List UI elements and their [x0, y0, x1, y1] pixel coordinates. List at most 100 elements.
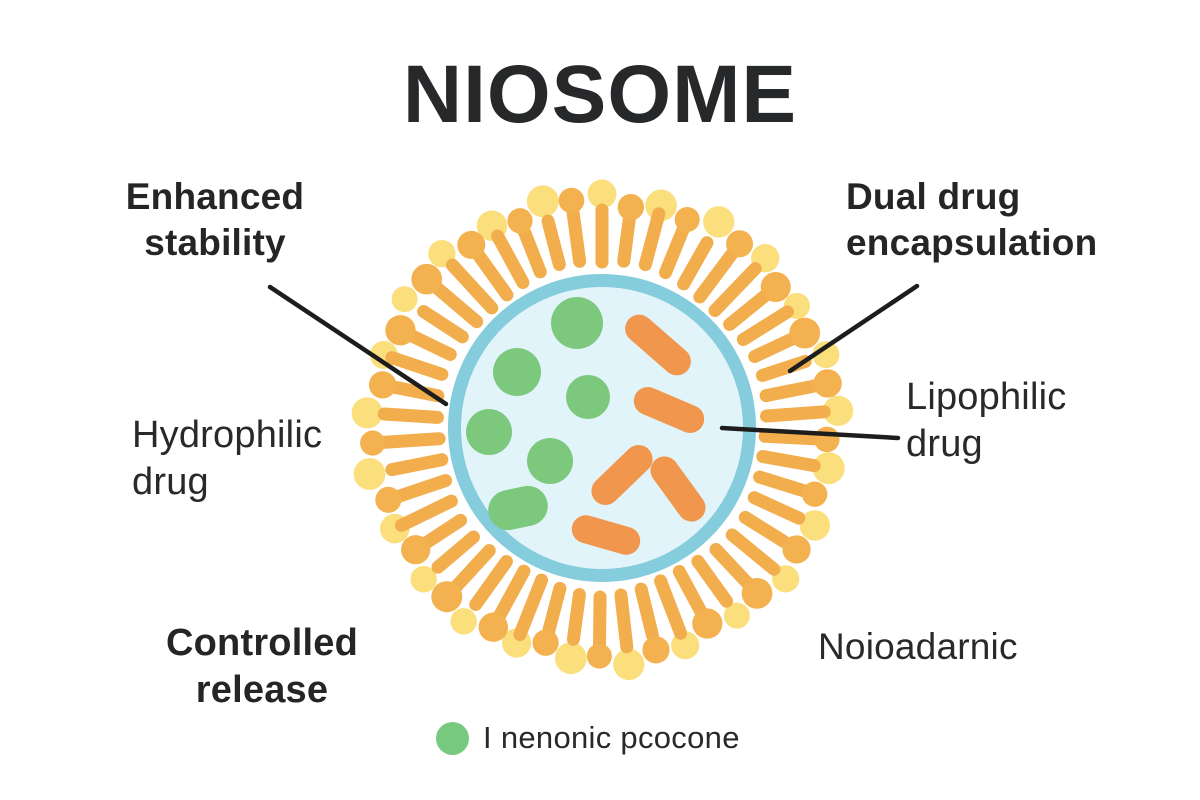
hydrophilic-drug-particle	[551, 297, 603, 349]
surfactant-head-pale	[799, 510, 831, 541]
surfactant-tail	[431, 530, 480, 574]
surfactant-tail	[385, 453, 449, 477]
surfactant-head-pale	[450, 608, 477, 635]
label-controlled-release: Controlled release	[166, 622, 358, 712]
surfactant-tail	[427, 278, 484, 329]
surfactant-head-orange	[532, 629, 559, 656]
surfactant-head-orange	[642, 636, 670, 664]
surfactant-head-pale	[410, 565, 437, 593]
surfactant-tail	[592, 590, 607, 656]
surfactant-tail	[759, 379, 822, 403]
surfactant-head-orange	[368, 371, 397, 399]
surfactant-tail	[614, 588, 634, 654]
surfactant-head-orange	[617, 194, 645, 221]
surfactant-tail	[390, 474, 453, 504]
surfactant-head-orange	[431, 581, 463, 613]
surfactant-tail	[758, 429, 824, 446]
surfactant-tail	[654, 574, 688, 640]
surfactant-head-orange	[813, 369, 842, 398]
legend: I nenonic pcocone	[436, 720, 740, 756]
surfactant-head-orange	[789, 317, 821, 349]
surfactant-tail	[723, 287, 775, 331]
surfactant-tail	[756, 450, 821, 473]
surfactant-head-pale	[391, 286, 418, 313]
surfactant-tail	[471, 247, 514, 302]
surfactant-tail	[708, 262, 762, 317]
surfactant-head-orange	[375, 486, 402, 513]
surfactant-tail	[738, 510, 791, 548]
surfactant-head-orange	[726, 230, 754, 258]
surfactant-tail	[759, 405, 831, 423]
surfactant-tail	[617, 209, 637, 268]
surfactant-head-orange	[801, 481, 828, 507]
surfactant-tail	[677, 236, 714, 291]
surfactant-head-orange	[814, 426, 840, 453]
surfactant-head-orange	[741, 577, 773, 609]
surfactant-tail	[469, 555, 513, 611]
surfactant-tail	[709, 543, 758, 594]
lipophilic-drug-particle	[625, 314, 691, 376]
surfactant-tail	[725, 528, 781, 576]
surfactant-head-orange	[411, 263, 443, 295]
surfactant-head-pale	[723, 602, 750, 629]
surfactant-head-orange	[586, 643, 612, 669]
surfactant-head-pale	[823, 395, 854, 426]
label-lipophilic-drug: Lipophilic drug	[906, 376, 1067, 466]
surfactant-tail	[541, 214, 566, 271]
surfactant-tail	[659, 218, 692, 280]
hydrophilic-drug-particle	[566, 375, 610, 419]
hydrophilic-drug-particle	[488, 485, 548, 531]
surfactant-head-orange	[478, 612, 509, 642]
surfactant-tail	[444, 544, 496, 599]
surfactant-head-orange	[401, 535, 431, 565]
lipophilic-drug-particle	[633, 387, 705, 433]
surfactant-head-pale	[526, 185, 559, 218]
label-enhanced-stability: Enhanced stability	[125, 176, 305, 263]
hydrophilic-drug-particle	[527, 438, 573, 484]
surfactant-tail	[638, 207, 666, 272]
surfactant-tail	[417, 305, 469, 344]
surfactant-head-pale	[703, 206, 735, 238]
surfactant-head-orange	[558, 187, 585, 214]
surfactant-tail	[634, 582, 659, 642]
enhanced-stability-line	[267, 284, 449, 407]
surfactant-head-orange	[360, 430, 386, 456]
surfactant-head-pale	[812, 452, 845, 485]
lipophilic-line	[719, 425, 901, 441]
surfactant-tail	[693, 244, 741, 304]
surfactant-tail	[747, 491, 806, 525]
surfactant-tail	[373, 432, 446, 450]
page-title: NIOSOME	[402, 49, 798, 140]
surfactant-head-orange	[674, 206, 700, 233]
surfactant-tail	[566, 588, 586, 646]
hydrophilic-drug-particle	[466, 409, 512, 455]
lipophilic-drug-particle	[650, 456, 706, 522]
surfactant-head-pale	[554, 642, 587, 675]
surfactant-head-orange	[782, 535, 811, 564]
surfactant-head-pale	[812, 341, 840, 369]
surfactant-head-orange	[760, 271, 791, 303]
surfactant-tail	[415, 513, 468, 553]
surfactant-head-pale	[587, 179, 617, 209]
surfactant-tail	[445, 258, 499, 315]
surfactant-head-pale	[353, 458, 386, 490]
surfactant-head-orange	[385, 315, 416, 346]
surfactant-tail	[491, 229, 530, 289]
surfactant-tail	[736, 305, 794, 346]
dual-drug-line	[787, 283, 920, 374]
surfactant-tail	[377, 407, 444, 424]
surfactant-tail	[394, 494, 458, 532]
surfactant-tail	[493, 564, 531, 623]
label-hydrophilic-drug: Hydrophilic drug	[132, 414, 323, 504]
legend-swatch-icon	[436, 721, 469, 755]
label-nonionic-surfactant: Noioadarnic	[818, 626, 1018, 667]
lipophilic-drug-particle	[571, 515, 641, 555]
hydrophilic-drug-particle	[493, 348, 541, 396]
surfactant-head-orange	[692, 608, 723, 639]
legend-label: I nenonic pcocone	[483, 720, 740, 755]
surfactant-head-orange	[457, 230, 486, 259]
surfactant-head-orange	[507, 208, 533, 234]
surfactant-head-pale	[351, 397, 383, 429]
